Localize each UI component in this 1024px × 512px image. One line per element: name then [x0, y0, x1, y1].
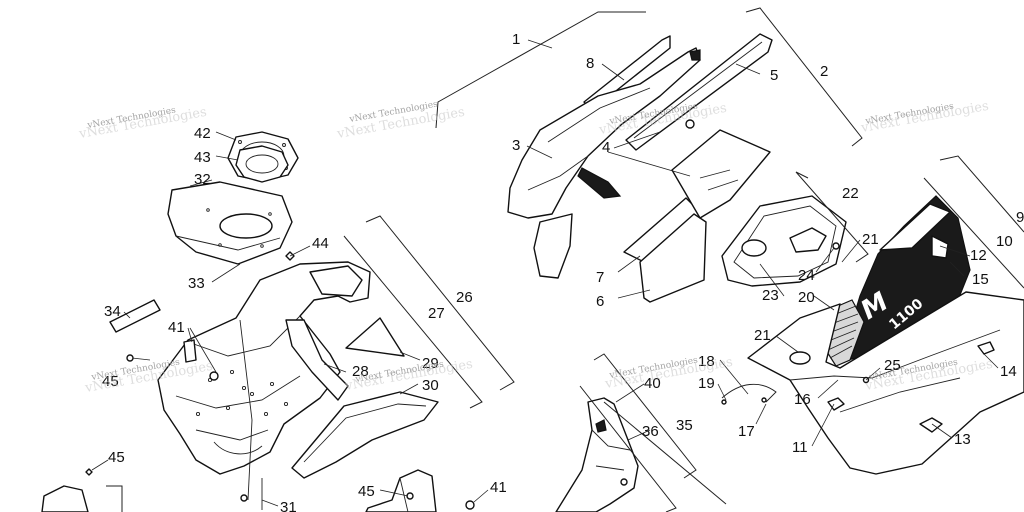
wire-harness-17	[721, 383, 777, 405]
bracket-middle-lower	[365, 469, 475, 512]
side-rail-30	[291, 391, 439, 479]
bolt-41	[183, 339, 219, 381]
callout-9: 9	[1016, 209, 1024, 226]
triangle-panel-29	[345, 317, 405, 357]
callout-17: 17	[738, 423, 755, 440]
callout-11: 11	[792, 439, 808, 456]
frame-22	[721, 195, 847, 287]
fastener-44	[285, 251, 295, 261]
tray-32	[167, 181, 293, 265]
fastener-45	[126, 354, 151, 362]
side-panel-3	[533, 213, 573, 279]
callout-43: 43	[194, 149, 211, 166]
rail-5	[625, 33, 773, 151]
callout-19: 19	[698, 375, 715, 392]
callout-1: 1	[512, 31, 520, 48]
washer-31	[240, 494, 248, 502]
callout-22: 22	[842, 185, 859, 202]
callout-28: 28	[352, 363, 369, 380]
callout-30: 30	[422, 377, 439, 394]
callout-42: 42	[194, 125, 211, 142]
callout-16: 16	[794, 391, 811, 408]
callout-21: 21	[862, 231, 879, 248]
callout-4: 4	[602, 139, 610, 156]
callout-5: 5	[770, 67, 778, 84]
callout-15: 15	[972, 271, 989, 288]
callout-29: 29	[422, 355, 439, 372]
callout-8: 8	[586, 55, 594, 72]
decal-panel-15: M 1100	[839, 195, 971, 363]
callout-31: 31	[280, 499, 297, 512]
callout-20: 20	[798, 289, 815, 306]
hood-upper	[507, 47, 701, 219]
brackets	[106, 7, 1024, 512]
flange-43	[235, 145, 289, 183]
callout-32: 32	[194, 171, 211, 188]
callout-41b: 41	[490, 479, 507, 496]
callout-27: 27	[428, 305, 445, 322]
callout-24: 24	[798, 267, 815, 284]
callout-44: 44	[312, 235, 329, 252]
callout-18: 18	[698, 353, 715, 370]
callout-45: 45	[102, 373, 119, 390]
callout-6: 6	[596, 293, 604, 310]
callout-26: 26	[456, 289, 473, 306]
callout-21b: 21	[754, 327, 771, 344]
callout-45c: 45	[358, 483, 375, 500]
callout-34: 34	[104, 303, 121, 320]
callout-7: 7	[596, 269, 604, 286]
callout-40: 40	[644, 375, 661, 392]
strip-34	[109, 299, 161, 333]
callout-13: 13	[954, 431, 971, 448]
callout-labels: 1 2 3 4 5 6 7 8 9 10 11 12 13 14 15 16 1…	[102, 31, 1024, 512]
lower-side-piece-35	[555, 397, 639, 512]
callout-45b: 45	[108, 449, 125, 466]
callout-2: 2	[820, 63, 828, 80]
callout-3: 3	[512, 137, 520, 154]
bracket-left-lower	[41, 468, 93, 512]
callout-33: 33	[188, 275, 205, 292]
callout-23: 23	[762, 287, 779, 304]
bolt-4	[685, 119, 695, 129]
callout-25: 25	[884, 357, 901, 374]
belly-pan-assembly	[41, 131, 475, 512]
callout-12: 12	[970, 247, 987, 264]
pad-6	[639, 213, 707, 303]
hood-assembly	[507, 33, 773, 303]
side-panel-assembly: M 1100	[721, 195, 1024, 475]
callout-35: 35	[676, 417, 693, 434]
callout-14: 14	[1000, 363, 1017, 380]
callout-10: 10	[996, 233, 1013, 250]
windshield-panel	[671, 129, 771, 219]
callout-41: 41	[168, 319, 185, 336]
callout-36: 36	[642, 423, 659, 440]
leader-lines	[91, 39, 999, 507]
belly-pan-main	[157, 261, 371, 501]
